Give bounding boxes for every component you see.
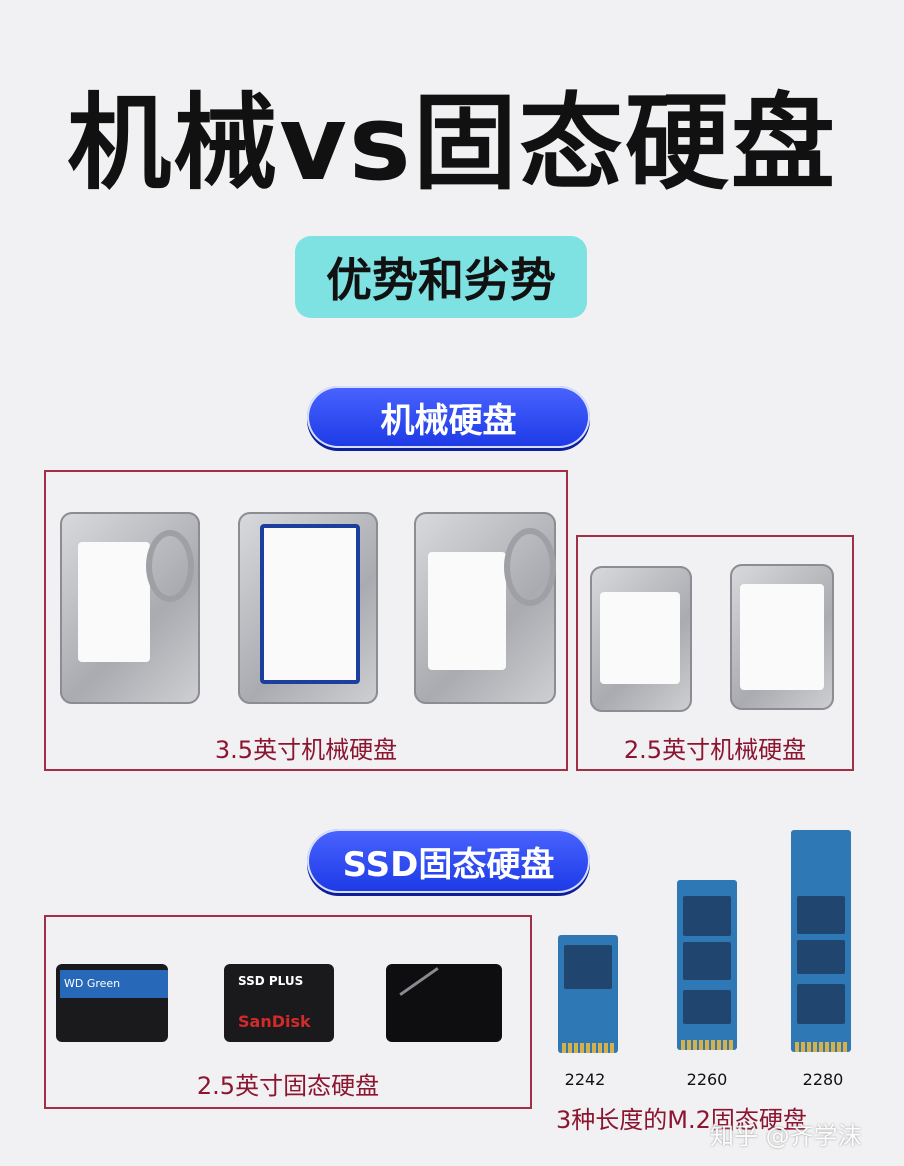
m2-2260-image xyxy=(677,880,737,1050)
hdd-25-frame xyxy=(576,535,854,771)
ssd-section-label: SSD固态硬盘 xyxy=(307,829,590,893)
m2-size-2242: 2242 xyxy=(564,1070,606,1089)
page-title: 机械vs固态硬盘 xyxy=(67,82,837,204)
ssd-25-image-sandisk: SSD PLUS SanDisk xyxy=(224,964,334,1042)
m2-2280-image xyxy=(791,830,851,1052)
hdd-25-image-2 xyxy=(730,564,834,710)
hdd-35-image-3 xyxy=(414,512,556,704)
caption-m2: 3种长度的M.2固态硬盘 xyxy=(556,1106,807,1134)
ssd-25-frame xyxy=(44,915,532,1109)
hdd-35-frame xyxy=(44,470,568,771)
subtitle-badge: 优势和劣势 xyxy=(295,236,587,318)
m2-size-2260: 2260 xyxy=(686,1070,728,1089)
caption-ssd-25: 2.5英寸固态硬盘 xyxy=(196,1072,380,1100)
ssd-25-image-black xyxy=(386,964,502,1042)
hdd-35-image-2 xyxy=(238,512,378,704)
hdd-section-label: 机械硬盘 xyxy=(307,386,590,448)
sandisk-model-text: SSD PLUS xyxy=(238,974,304,988)
wd-brand-text: WD Green xyxy=(60,970,168,998)
hdd-35-image-1 xyxy=(60,512,200,704)
caption-hdd-25: 2.5英寸机械硬盘 xyxy=(623,736,807,764)
watermark: 知乎 @齐学沫 xyxy=(710,1122,862,1150)
m2-2242-image xyxy=(558,935,618,1053)
m2-size-2280: 2280 xyxy=(802,1070,844,1089)
sandisk-brand-text: SanDisk xyxy=(238,1012,311,1031)
hdd-25-image-1 xyxy=(590,566,692,712)
ssd-25-image-wd: WD Green xyxy=(56,964,168,1042)
caption-hdd-35: 3.5英寸机械硬盘 xyxy=(214,736,398,764)
